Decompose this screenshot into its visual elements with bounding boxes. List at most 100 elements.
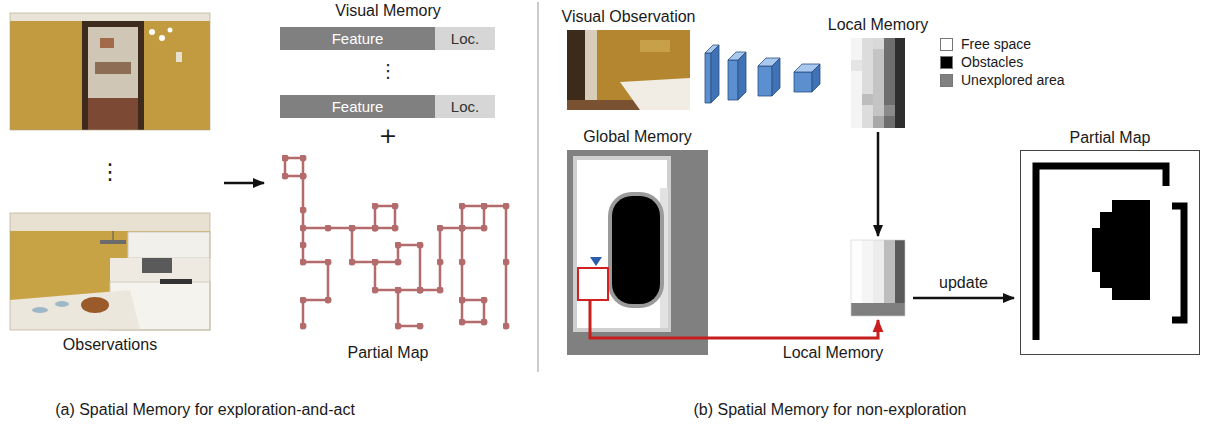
- global-memory-map-part: [573, 156, 671, 332]
- room-image-part: [567, 30, 690, 110]
- room-image-part: [100, 38, 114, 48]
- cell-label: Loc.: [451, 30, 479, 47]
- local-memory-grid-part: [873, 116, 884, 128]
- cnn-icon: [705, 45, 820, 103]
- edge-label: update: [937, 274, 990, 292]
- cell-label: Loc.: [451, 98, 479, 115]
- partial-map-graph-part: [484, 206, 506, 326]
- global-memory-map-part: [612, 196, 660, 304]
- kitchen-image-part: [10, 213, 210, 330]
- panel-divider: [537, 2, 538, 372]
- kitchen-image-part: [142, 258, 172, 273]
- subfigure-caption: (a) Spatial Memory for exploration-and-a…: [55, 401, 355, 419]
- cell-label: Feature: [332, 30, 384, 47]
- ellipsis-mark: ⋮: [99, 159, 121, 184]
- update-arrow: [913, 297, 1014, 300]
- kitchen-image-part: [10, 213, 210, 330]
- kitchen-image-part: [113, 231, 114, 240]
- legend-swatch: [940, 74, 953, 87]
- partial-map-drawing-part: [1092, 200, 1150, 300]
- feature-cell: Feature: [280, 95, 435, 118]
- room-image-part: [585, 30, 597, 100]
- ellipsis-mark: ⋮: [379, 61, 397, 82]
- kitchen-image-part: [110, 258, 210, 282]
- partial-map-drawing-part: [1172, 206, 1184, 320]
- kitchen-image-part: [55, 301, 69, 307]
- map-heading: Partial Map: [1070, 129, 1151, 147]
- global-memory-map-part: [567, 150, 708, 355]
- legend-row: Unexplored area: [940, 72, 1065, 88]
- local-memory-grid-part: [873, 38, 884, 128]
- image-heading: Visual Observation: [562, 8, 696, 26]
- location-cell: Loc.: [435, 27, 495, 50]
- kitchen-image: [10, 213, 210, 330]
- room-image-part: [640, 40, 670, 52]
- legend-swatch: [940, 38, 953, 51]
- local-memory-grid-part: [862, 94, 873, 105]
- local-memory-grid-part: [851, 303, 905, 316]
- legend-swatch: [940, 56, 953, 69]
- room-image-part: [149, 29, 155, 35]
- partial-map-graph-part: [285, 158, 303, 176]
- room-image: [567, 30, 690, 110]
- room-image-part: [10, 13, 210, 21]
- kitchen-image-part: [128, 232, 210, 258]
- crop-arrow: [708, 320, 878, 338]
- cnn-icon-part: [758, 66, 772, 96]
- partial-map-drawing: [1036, 166, 1184, 340]
- local-memory-grid-part: [851, 60, 862, 71]
- partial-map-graph-part: [462, 228, 484, 322]
- cnn-icon-part: [772, 58, 780, 96]
- kitchen-image-part: [32, 307, 48, 313]
- local-memory-grid: Local Memory: [851, 38, 905, 128]
- global-memory-map-part: [578, 268, 608, 300]
- room-image-part: [88, 98, 138, 130]
- room-image-part: [159, 35, 165, 41]
- location-cell: Loc.: [435, 95, 495, 118]
- local-memory-grid-part: [862, 38, 873, 128]
- room-image-part: [567, 30, 585, 110]
- room-image-part: [82, 21, 144, 130]
- room-image-part: [10, 13, 210, 130]
- legend-row: Free space: [940, 36, 1031, 52]
- kitchen-image-part: [100, 240, 126, 244]
- room-image-part: [10, 13, 210, 130]
- kitchen-image-part: [10, 213, 210, 231]
- grid-heading: Local Memory: [828, 16, 928, 34]
- grid-caption: Local Memory: [783, 344, 883, 362]
- room-image-part: [168, 28, 173, 33]
- global-memory-map-part: [590, 257, 602, 266]
- partial-map-graph-part: [352, 228, 420, 290]
- cnn-icon-part: [705, 53, 711, 103]
- room-image: [10, 13, 210, 130]
- plus-sign: +: [379, 123, 397, 148]
- room-image-part: [95, 62, 131, 74]
- room-image-part: [620, 78, 690, 110]
- partial-map-graph-part: [303, 176, 328, 326]
- image-caption: Observations: [63, 336, 157, 354]
- global-memory-map: [567, 150, 708, 355]
- kitchen-image-part: [81, 297, 109, 313]
- local-memory-grid: [851, 38, 905, 128]
- visual-memory-group: Visual MemoryPartial MapFeatureLoc.Featu…: [268, 2, 508, 362]
- partial-map-graph-part: [398, 290, 420, 326]
- legend-text: Obstacles: [961, 54, 1023, 70]
- legend-text: Unexplored area: [961, 72, 1065, 88]
- local-memory-grid-part: [884, 38, 895, 128]
- partial-map-graph: [285, 158, 506, 326]
- subfigure-caption: (b) Spatial Memory for non-exploration: [693, 401, 966, 419]
- flow-arrow: [224, 182, 264, 185]
- cnn-icon-part: [812, 64, 820, 92]
- kitchen-image-part: [10, 290, 140, 330]
- room-image-part: [176, 52, 182, 62]
- local-memory-grid-part: [873, 38, 884, 49]
- cell-label: Feature: [332, 98, 384, 115]
- group-heading: Visual Memory: [335, 2, 441, 20]
- room-image-part: [88, 27, 138, 130]
- cnn-icon-part: [738, 52, 746, 100]
- flow-arrow: [877, 132, 880, 236]
- global-memory-map: Global Memory: [567, 150, 708, 355]
